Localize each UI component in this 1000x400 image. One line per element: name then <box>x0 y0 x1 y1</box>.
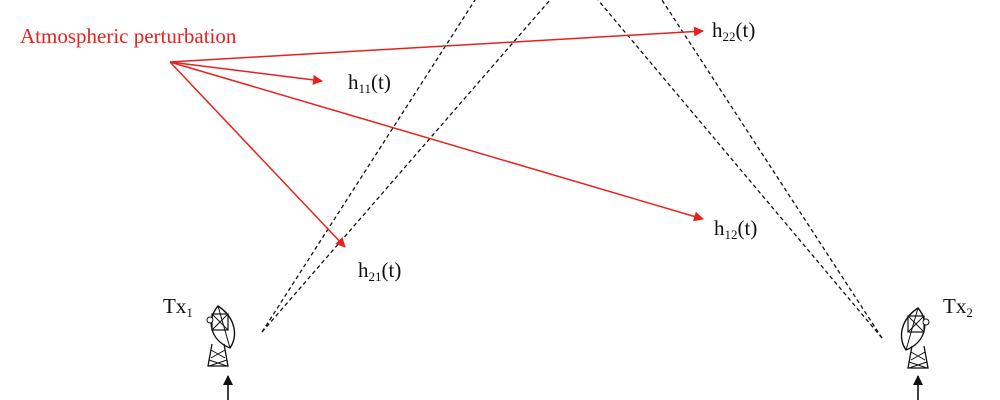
arrow-to-h22 <box>169 26 704 63</box>
beam-tx2-left <box>597 0 883 339</box>
beam-tx1-right <box>261 0 551 333</box>
satellite-dish-icon <box>900 307 930 369</box>
beam-tx1-left <box>261 0 476 333</box>
arrow-to-h11 <box>169 61 323 85</box>
channel-label-h21: h21(t) <box>358 258 402 284</box>
satellite-dish-icon <box>206 305 236 367</box>
channel-label-h11: h11(t) <box>348 70 391 96</box>
transmitter-label-tx1: Tx1 <box>163 294 193 320</box>
arrow-to-h21 <box>169 61 346 248</box>
transmitter-label-tx2: Tx2 <box>943 294 973 320</box>
perturbation-label: Atmospheric perturbation <box>20 24 237 48</box>
arrow-to-h12 <box>169 61 704 222</box>
channel-label-h12: h12(t) <box>714 216 758 242</box>
channel-label-h22: h22(t) <box>712 18 756 44</box>
beam-tx2-right <box>661 0 883 339</box>
